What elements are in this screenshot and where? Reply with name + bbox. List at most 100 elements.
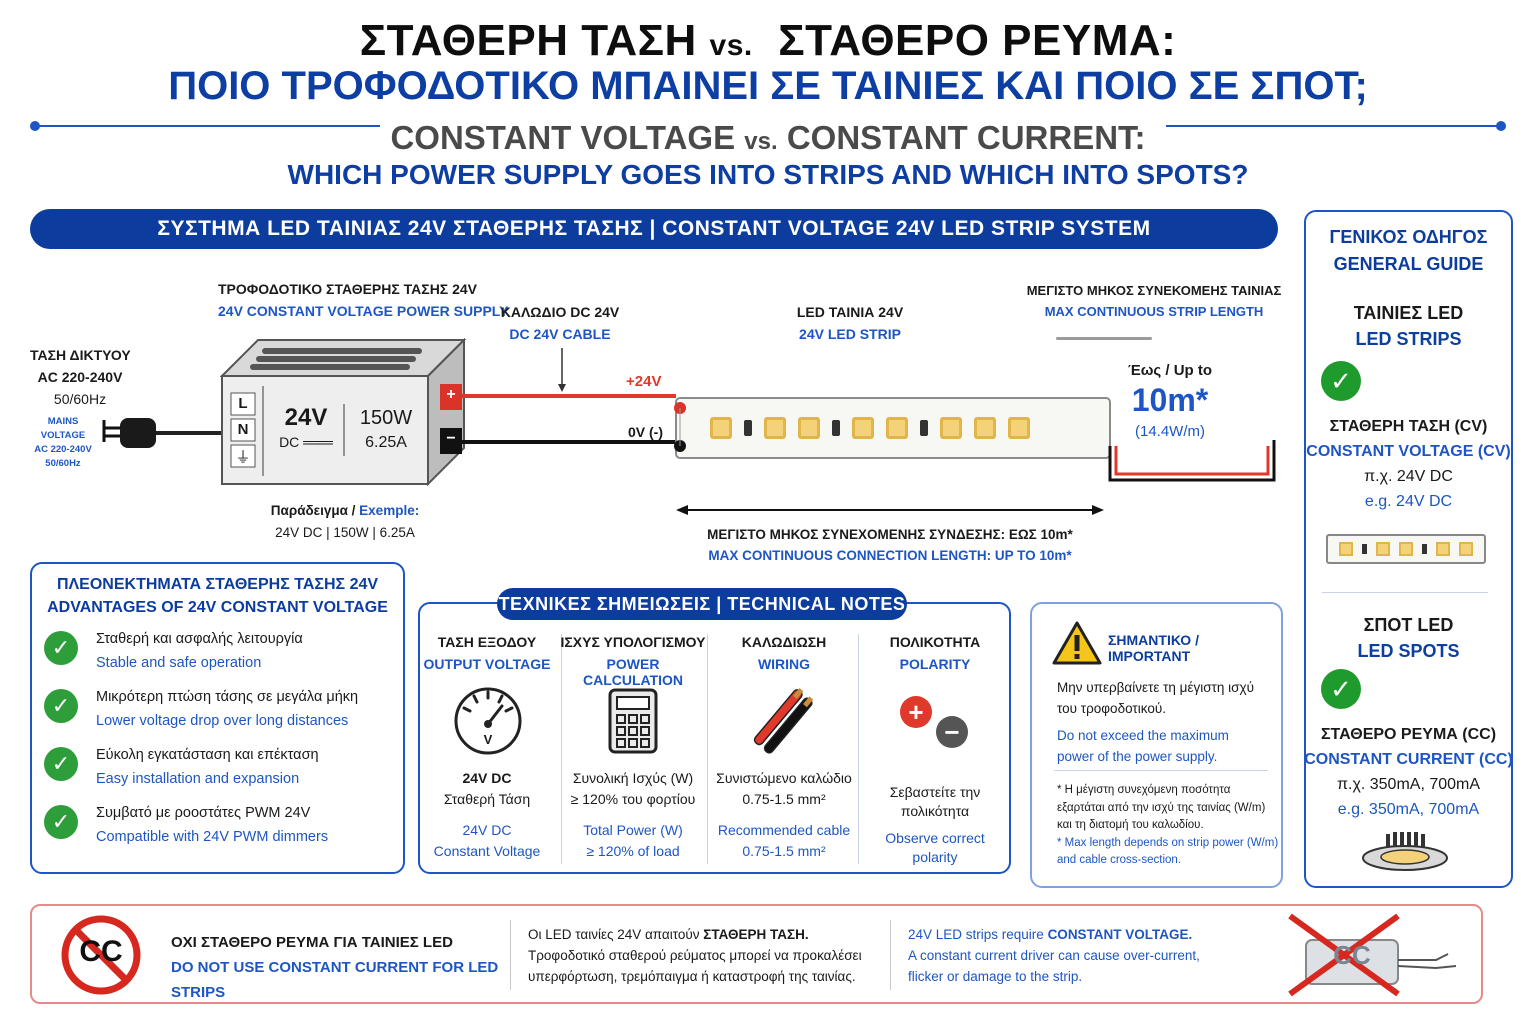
subtitle-greek: ΠΟΙΟ ΤΡΟΦΟΔΟΤΙΚΟ ΜΠΑΙΝΕΙ ΣΕ ΤΑΙΝΙΕΣ ΚΑΙ …	[168, 64, 1368, 108]
checkmark-icon: ✓	[44, 747, 78, 781]
advantages-panel	[30, 562, 405, 874]
tech-polarity-text: Σεβαστείτε την πολικότητα Observe correc…	[885, 784, 985, 865]
important-title: ΣΗΜΑΝΤΙΚΟ / IMPORTANT	[1108, 632, 1199, 664]
mains-label-en: MAINS VOLTAGE AC 220-240V 50/60Hz	[34, 416, 92, 469]
psu-dc-symbol: DC ═══	[279, 434, 333, 450]
terminal-l: L	[238, 395, 248, 412]
upto-label: Έως / Up to	[1127, 362, 1213, 379]
calculator-icon	[608, 688, 658, 754]
strip-leds	[710, 413, 1100, 443]
psu-example-label: Παράδειγμα / Exemple:	[270, 503, 420, 518]
psu-example-values: 24V DC | 150W | 6.25A	[275, 525, 415, 540]
terminal-n: N	[237, 421, 249, 438]
tech-col-voltage: ΤΑΣΗ ΕΞΟΔΟΥ OUTPUT VOLTAGE	[423, 634, 551, 672]
led-chip	[798, 417, 820, 439]
plus-sign: +	[446, 386, 456, 403]
no-cc-badge: CC	[79, 935, 123, 968]
cc-driver-label: CC	[1333, 940, 1371, 970]
tech-col-power: ΙΣΧΥΣ ΥΠΟΛΟΓΙΣΜΟΥ POWER CALCULATION	[560, 634, 706, 688]
guide-cv-text: ΣΤΑΘΕΡΗ ΤΑΣΗ (CV) CONSTANT VOLTAGE (CV) …	[1306, 418, 1511, 510]
tech-power-text: Συνολική Ισχύς (W) ≥ 120% του φορτίου To…	[570, 770, 696, 859]
gauge-label: V	[483, 732, 493, 747]
guide-divider	[1322, 592, 1488, 593]
led-chip	[852, 417, 874, 439]
power-supply-box	[221, 375, 429, 485]
resistor	[832, 420, 840, 436]
guide-spots-heading: ΣΠΟΤ LED LED SPOTS	[1357, 615, 1460, 661]
terminal-earth: ⏚	[235, 449, 251, 466]
plus24-label: +24V	[626, 373, 662, 390]
crossed-driver-icon	[1288, 913, 1457, 997]
minus-terminal	[440, 428, 462, 454]
strip-label: LED ΤΑΙΝΙΑ 24V 24V LED STRIP	[796, 304, 904, 342]
no-cc-icon	[61, 915, 141, 995]
guide-title: ΓΕΝΙΚΟΣ ΟΔΗΓΟΣ GENERAL GUIDE	[1329, 227, 1488, 274]
warning-text-greek: Οι LED ταινίες 24V απαιτούν ΣΤΑΘΕΡΗ ΤΑΣΗ…	[528, 927, 862, 984]
resistor	[920, 420, 928, 436]
led-chip	[974, 417, 996, 439]
psu-current: 6.25A	[365, 434, 407, 451]
header-rule-dot-left	[30, 121, 40, 131]
warning-icon	[1052, 621, 1102, 665]
connection-length-label: ΜΕΓΙΣΤΟ ΜΗΚΟΣ ΣΥΝΕΧΟΜΕΝΗΣ ΣΥΝΔΕΣΗΣ: ΕΩΣ …	[707, 527, 1073, 563]
led-strip-icon	[1326, 534, 1486, 564]
mains-label: ΤΑΣΗ ΔΙΚΤΥΟΥ AC 220-240V 50/60Hz	[30, 347, 131, 407]
subtitle-english: WHICH POWER SUPPLY GOES INTO STRIPS AND …	[287, 159, 1249, 190]
power-per-meter: (14.4W/m)	[1134, 423, 1205, 440]
warning-title: ΟΧΙ ΣΤΑΘΕΡΟ ΡΕΥΜΑ ΓΙΑ ΤΑΙΝΙΕΣ LED DO NOT…	[171, 934, 499, 1001]
led-chip	[710, 417, 732, 439]
tech-wiring-text: Συνιστώμενο καλώδιο 0.75-1.5 mm² Recomme…	[716, 770, 852, 859]
checkmark-icon: ✓	[44, 805, 78, 839]
warning-divider	[510, 920, 511, 990]
led-chip	[1008, 417, 1030, 439]
plus-icon: +	[900, 696, 932, 728]
plus-terminal	[440, 384, 462, 410]
zero-v-label: 0V (-)	[628, 424, 663, 440]
plug-icon	[120, 418, 156, 448]
header-rule-dot-right	[1496, 121, 1506, 131]
title-greek: ΣΤΑΘΕΡΗ ΤΑΣΗ vs. ΣΤΑΘΕΡΟ ΡΕΥΜΑ:	[359, 16, 1177, 65]
led-spot-icon	[1362, 832, 1448, 871]
cable-label: ΚΑΛΩΔΙΟ DC 24V DC 24V CABLE	[500, 304, 620, 342]
header-rule-right	[1166, 125, 1500, 127]
cable-icon	[753, 687, 814, 754]
divider	[561, 634, 562, 864]
spots-check-icon: ✓	[1321, 669, 1361, 709]
tech-col-wiring: ΚΑΛΩΔΙΩΣΗ WIRING	[741, 634, 827, 672]
guide-cc-text: ΣΤΑΘΕΡΟ ΡΕΥΜΑ (CC) CONSTANT CURRENT (CC)…	[1304, 726, 1513, 818]
led-chip	[940, 417, 962, 439]
guide-strips-heading: ΤΑΙΝΙΕΣ LED LED STRIPS	[1353, 303, 1464, 349]
title-english: CONSTANT VOLTAGE vs. CONSTANT CURRENT:	[390, 119, 1146, 156]
minus-icon: −	[936, 716, 968, 748]
max-strip-label: ΜΕΓΙΣΤΟ ΜΗΚΟΣ ΣΥΝΕΚΟΜΕΗΣ ΤΑΙΝΙΑΣ MAX CON…	[1026, 283, 1282, 319]
warning-divider	[890, 920, 891, 990]
led-chip	[764, 417, 786, 439]
max-length-value: 10m*	[1131, 382, 1209, 418]
max-strip-underline	[1056, 337, 1152, 340]
psu-wattage: 150W	[359, 407, 413, 429]
gauge-icon	[454, 687, 522, 755]
tech-col-polarity: ΠΟΛΙΚΟΤΗΤΑ POLARITY	[889, 634, 981, 672]
divider	[707, 634, 708, 864]
important-divider	[1054, 770, 1268, 771]
important-text: Μην υπερβαίνετε τη μέγιστη ισχύ του τροφ…	[1057, 680, 1254, 764]
header-rule-left	[36, 125, 380, 127]
advantages-title: ΠΛΕΟΝΕΚΤΗΜΑΤΑ ΣΤΑΘΕΡΗΣ ΤΑΣΗΣ 24V ADVANTA…	[47, 576, 388, 616]
tech-voltage-text: 24V DC Σταθερή Τάση 24V DC Constant Volt…	[433, 770, 541, 859]
psu-voltage: 24V	[284, 404, 328, 431]
checkmark-icon: ✓	[44, 689, 78, 723]
led-chip	[886, 417, 908, 439]
checkmark-icon: ✓	[44, 631, 78, 665]
system-banner: ΣΥΣΤΗΜΑ LED ΤΑΙΝΙΑΣ 24V ΣΤΑΘΕΡΗΣ ΤΑΣΗΣ |…	[30, 209, 1278, 249]
warning-text-english: 24V LED strips require CONSTANT VOLTAGE.…	[908, 927, 1200, 984]
psu-label: ΤΡΟΦΟΔΟΤΙΚΟ ΣΤΑΘΕΡΗΣ ΤΑΣΗΣ 24V 24V CONST…	[218, 281, 509, 319]
divider	[858, 634, 859, 864]
warning-bar	[30, 904, 1483, 1004]
important-footnote: * Η μέγιστη συνεχόμενη ποσότητα εξαρτάτα…	[1057, 784, 1279, 866]
strips-check-icon: ✓	[1321, 361, 1361, 401]
resistor	[744, 420, 752, 436]
